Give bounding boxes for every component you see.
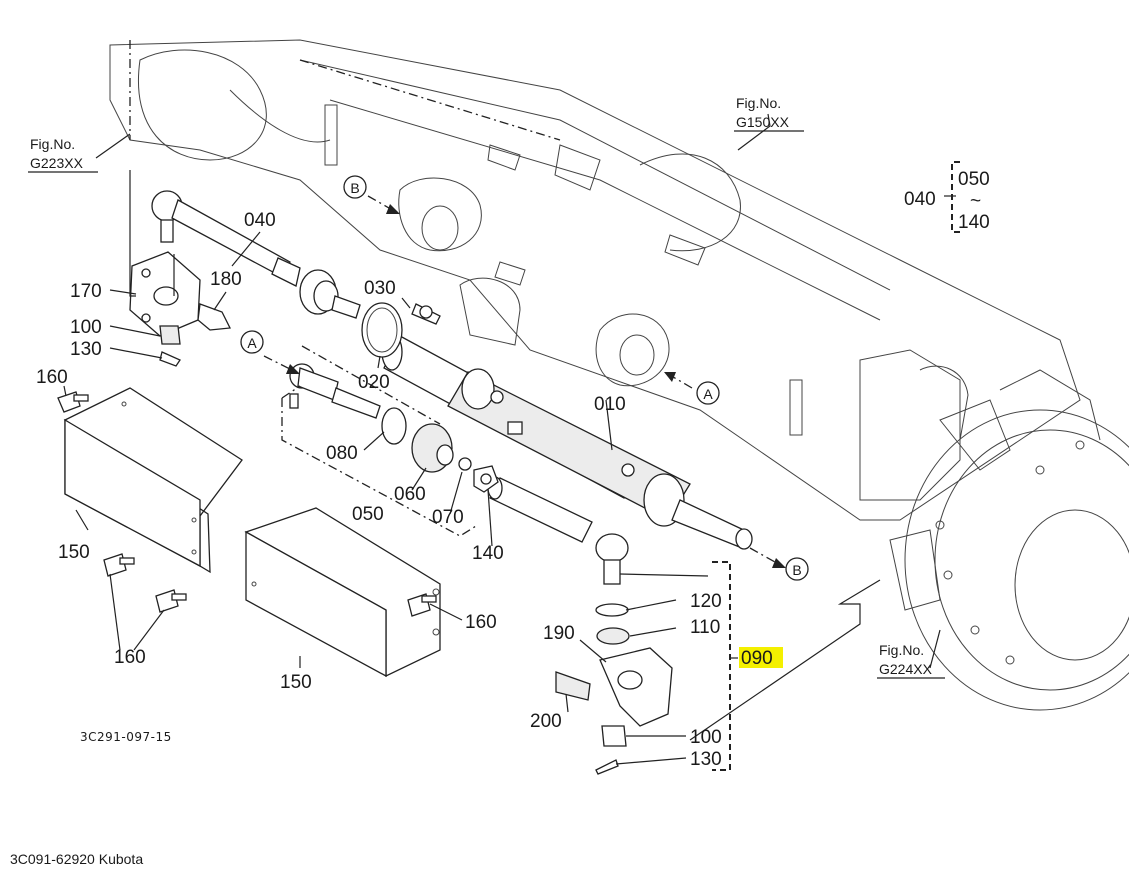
callout-030: 030 bbox=[364, 278, 396, 299]
knuckle-arm-left bbox=[129, 251, 232, 367]
bolt-160-a bbox=[57, 391, 89, 413]
callout-highlight bbox=[739, 647, 783, 668]
callout-130-left: 130 bbox=[70, 339, 102, 360]
callout-160-topleft: 160 bbox=[36, 367, 68, 388]
drawing-code: 3C291-097-15 bbox=[80, 730, 172, 744]
leader-lines bbox=[63, 113, 956, 765]
right-tie-rod-end bbox=[555, 533, 673, 775]
cover-150-left bbox=[63, 387, 243, 574]
callout-050: 050 bbox=[352, 504, 384, 525]
range-from: 050 bbox=[958, 169, 990, 190]
callout-140: 140 bbox=[472, 543, 504, 564]
range-tilde: ~ bbox=[970, 191, 981, 212]
o-ring-080 bbox=[381, 407, 407, 445]
bracket-050 bbox=[281, 345, 477, 537]
left-tie-rod-end bbox=[151, 190, 361, 319]
direction-arrows bbox=[263, 195, 786, 568]
callout-020: 020 bbox=[358, 372, 390, 393]
callout-070: 070 bbox=[432, 507, 464, 528]
steering-cylinder bbox=[381, 333, 753, 550]
callout-100-left: 100 bbox=[70, 317, 102, 338]
callout-170: 170 bbox=[70, 281, 102, 302]
clip-070 bbox=[458, 457, 472, 471]
bolt-160-d bbox=[407, 593, 437, 617]
range-to: 140 bbox=[958, 212, 990, 233]
callout-150-left: 150 bbox=[58, 542, 90, 563]
callout-040: 040 bbox=[244, 210, 276, 231]
fig-ref-code-1: G223XX bbox=[30, 155, 84, 171]
axle-housing bbox=[109, 39, 1101, 521]
bolt-160-c bbox=[155, 589, 187, 613]
range-callout: 040 050 ~ 140 bbox=[904, 169, 990, 233]
callout-090: 090 bbox=[741, 648, 773, 669]
callout-160-right: 160 bbox=[465, 612, 497, 633]
marker-b-top: B bbox=[350, 180, 359, 196]
callout-200: 200 bbox=[530, 711, 562, 732]
callout-120: 120 bbox=[690, 591, 722, 612]
rod-sleeve bbox=[487, 476, 593, 543]
range-bracket bbox=[951, 161, 960, 233]
bolt-160-b bbox=[103, 553, 135, 577]
fig-ref-code-3: G224XX bbox=[879, 661, 933, 677]
snap-ring-020 bbox=[361, 302, 403, 358]
callout-110: 110 bbox=[690, 617, 720, 638]
callout-010: 010 bbox=[594, 394, 626, 415]
section-markers: B A A B bbox=[240, 175, 809, 581]
boot-060 bbox=[411, 423, 454, 473]
marker-a-left: A bbox=[247, 335, 257, 351]
callout-180: 180 bbox=[210, 269, 242, 290]
marker-a-right: A bbox=[703, 386, 713, 402]
figure-references: Fig.No. G223XX Fig.No. G150XX Fig.No. G2… bbox=[28, 95, 945, 679]
wheel-hub-flange bbox=[889, 399, 1129, 711]
callout-080: 080 bbox=[326, 443, 358, 464]
fig-ref-code-2: G150XX bbox=[736, 114, 790, 130]
part-callouts: 040 170 180 100 130 030 020 010 160 080 … bbox=[36, 210, 773, 770]
fig-ref-label-3: Fig.No. bbox=[879, 642, 924, 658]
fig-ref-label-2: Fig.No. bbox=[736, 95, 781, 111]
fig-ref-label-1: Fig.No. bbox=[30, 136, 75, 152]
image-caption: 3C091-62920 Kubota bbox=[10, 851, 143, 867]
lock-nut-140 bbox=[473, 465, 499, 493]
callout-150-right: 150 bbox=[280, 672, 312, 693]
callout-060: 060 bbox=[394, 484, 426, 505]
marker-b-bottom: B bbox=[792, 562, 801, 578]
callout-190: 190 bbox=[543, 623, 575, 644]
bracket-090 bbox=[712, 561, 738, 771]
callout-100-right: 100 bbox=[690, 727, 722, 748]
bolt-030 bbox=[411, 303, 441, 325]
range-main: 040 bbox=[904, 189, 936, 210]
callout-160-bottom: 160 bbox=[114, 647, 146, 668]
callout-130-right: 130 bbox=[690, 749, 722, 770]
cover-150-right bbox=[244, 507, 441, 678]
